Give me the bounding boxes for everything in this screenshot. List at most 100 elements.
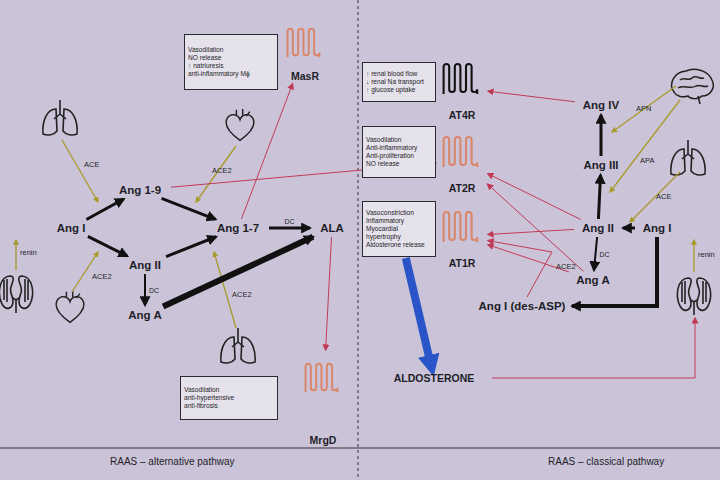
node-text: anti-hypertensive: [184, 394, 274, 402]
lungs-icon: [671, 140, 705, 175]
lungs-icon: [43, 100, 77, 135]
receptor-node: AT4R: [438, 55, 486, 121]
node-text: Anti-inflammatory: [366, 144, 432, 152]
connector: [598, 175, 600, 219]
node-text: ALA: [320, 222, 344, 234]
edge-label: DC: [599, 250, 609, 257]
node-text: ↑ glucose uptake: [366, 86, 432, 94]
molecule-label: Ang A: [122, 307, 168, 323]
footer-rule: [0, 448, 720, 449]
node-text: Vasodilation: [366, 136, 432, 144]
receptor-symbol: [444, 64, 478, 94]
edge-label: DC: [149, 286, 159, 293]
connector: [623, 227, 635, 230]
enzyme-label: ACE: [656, 192, 671, 201]
node-text: ↓ renal Na transport: [366, 78, 432, 86]
effect-box: Vasodilationanti-hypertensiveanti-fibros…: [180, 376, 278, 420]
enzyme-leader: [610, 100, 680, 192]
enzyme-label: ACE: [84, 160, 99, 169]
enzyme-leader: [630, 172, 680, 222]
connector: [406, 258, 432, 368]
receptor-node: MasR: [283, 20, 327, 82]
molecule-label: Ang II: [122, 257, 168, 273]
enzyme-leader: [15, 240, 16, 270]
edge-label: DC: [284, 218, 294, 225]
node-text: Vasodilation: [188, 46, 274, 54]
node-text: Anti-proliferation: [366, 152, 432, 160]
node-text: MasR: [291, 70, 319, 82]
receptor-node: AT2R: [438, 128, 486, 194]
node-text: Inflammatory: [366, 217, 432, 225]
connector: [88, 236, 127, 256]
connector: [488, 241, 552, 298]
enzyme-label: ACE2: [92, 272, 112, 281]
connector: [326, 237, 332, 350]
receptor-node: MrgD: [300, 352, 346, 446]
node-text: anti-fibrosis: [184, 402, 274, 410]
connector: [163, 237, 313, 307]
enzyme-label: APN: [636, 104, 651, 113]
connector: [594, 237, 597, 270]
node-text: Aldosterone release: [366, 241, 432, 249]
lungs-icon: [221, 328, 255, 363]
node-text: NO release: [366, 160, 432, 168]
brain-icon: [672, 69, 714, 104]
connector: [488, 91, 575, 102]
node-text: Ang I: [643, 222, 672, 234]
node-text: Ang II: [582, 222, 614, 234]
enzyme-label: renin: [20, 248, 37, 257]
enzyme-label: ACE2: [556, 262, 576, 271]
enzyme-leader: [196, 146, 236, 202]
connector: [166, 237, 216, 257]
receptor-symbol: [306, 364, 338, 393]
node-text: NO release: [188, 54, 274, 62]
kidney-icon: [0, 276, 33, 313]
enzyme-leader: [693, 240, 694, 272]
connector: [269, 227, 310, 230]
receptor-node: AT1R: [438, 203, 486, 269]
node-text: AT1R: [449, 257, 476, 269]
enzyme-label: APA: [640, 156, 654, 165]
enzyme-leader: [62, 140, 98, 202]
node-text: anti-inflammatory Mϕ: [188, 70, 274, 78]
feedback-line: [492, 318, 695, 378]
effect-box: VasoconstrictionInflammatoryMyocardial h…: [362, 201, 436, 257]
panel-caption: RAAS – classical pathway: [548, 456, 664, 467]
node-text: Ang III: [583, 159, 618, 171]
receptor-symbol: [444, 212, 478, 242]
node-text: Vasodilation: [184, 386, 274, 394]
panel-caption: RAAS – alternative pathway: [110, 456, 235, 467]
panel-divider: [358, 0, 359, 480]
node-text: Ang I (des-ASP): [479, 300, 566, 312]
molecule-label: Ang I: [636, 220, 678, 236]
node-text: Ang 1-9: [119, 184, 161, 196]
molecule-label: Ang I (des-ASP): [474, 298, 570, 314]
node-text: Ang IV: [583, 99, 619, 111]
node-text: Ang A: [576, 274, 609, 286]
molecule-label: Ang 1-7: [208, 220, 268, 236]
node-text: Ang 1-7: [217, 222, 259, 234]
connector: [572, 237, 657, 306]
connector: [86, 199, 123, 220]
node-text: AT2R: [449, 182, 476, 194]
connector: [488, 229, 574, 234]
enzyme-leaders: [16, 86, 694, 328]
connector: [600, 115, 603, 156]
node-text: Myocardial hypertrophy: [366, 225, 432, 241]
enzyme-label: renin: [698, 250, 715, 259]
molecule-label: Ang IV: [576, 97, 626, 113]
node-text: ↑ natriuresis: [188, 62, 274, 70]
node-text: Vasoconstriction: [366, 209, 432, 217]
enzyme-label: ACE2: [232, 290, 252, 299]
molecule-label: Ang 1-9: [110, 182, 170, 198]
connector: [241, 84, 292, 219]
molecule-label: Ang I: [48, 220, 94, 236]
node-text: ALDOSTERONE: [394, 372, 475, 384]
node-text: ↑ renal blood flow: [366, 70, 432, 78]
molecule-label: ALA: [312, 220, 352, 236]
kidney-icon: [677, 278, 710, 315]
connector: [162, 198, 216, 219]
effect-box: ↑ renal blood flow↓ renal Na transport↑ …: [362, 62, 436, 102]
node-text: Ang A: [128, 309, 161, 321]
